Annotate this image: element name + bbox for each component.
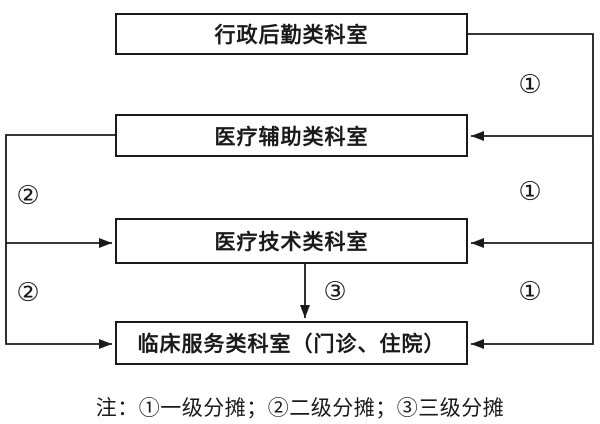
box-medical-technical-label: 医疗技术类科室: [214, 231, 369, 254]
box-medical-auxiliary: 医疗辅助类科室: [115, 114, 468, 157]
box-administrative-logistics: 行政后勤类科室: [115, 13, 468, 55]
box-medical-technical: 医疗技术类科室: [115, 218, 468, 264]
box-administrative-logistics-label: 行政后勤类科室: [214, 24, 369, 47]
allocation-mark-level2-top: ②: [16, 181, 40, 211]
allocation-mark-level3: ③: [323, 277, 347, 307]
allocation-mark-level1-bottom: ①: [518, 277, 542, 307]
connector-right-rail: [468, 33, 594, 349]
box-medical-auxiliary-label: 医疗辅助类科室: [214, 125, 369, 149]
allocation-mark-level1-middle: ①: [518, 177, 542, 207]
box-clinical-service-label: 临床服务类科室（门诊、住院）: [137, 333, 446, 356]
allocation-mark-level2-bottom: ②: [16, 278, 40, 308]
legend-note: 注：①一级分摊；②二级分摊；③三级分摊: [95, 396, 505, 420]
connector-left-rail: [5, 134, 117, 349]
box-clinical-service: 临床服务类科室（门诊、住院）: [115, 321, 468, 365]
allocation-mark-level1-top: ①: [518, 70, 542, 100]
